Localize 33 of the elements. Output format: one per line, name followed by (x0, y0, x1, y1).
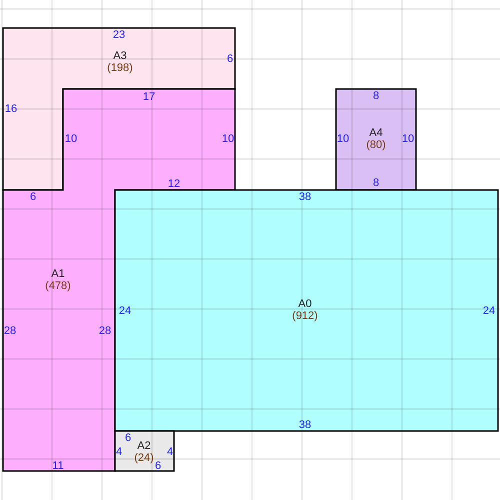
dimension-label: 10 (222, 133, 234, 145)
dimension-label: 28 (4, 325, 16, 337)
dimension-label: 6 (154, 460, 162, 472)
room-area: (80) (366, 139, 386, 151)
room-area: (478) (45, 280, 71, 292)
dimension-label: 23 (112, 29, 126, 41)
room-name: A0 (297, 298, 313, 310)
room-name: A4 (368, 127, 384, 139)
dimension-label: 24 (118, 305, 132, 317)
dimension-label: 38 (298, 191, 312, 203)
room-name: A1 (50, 268, 66, 280)
dimension-label: 8 (372, 177, 380, 189)
dimension-label: 38 (298, 419, 312, 431)
dimension-label: 10 (64, 133, 78, 145)
dimension-label: 17 (142, 91, 156, 103)
dimension-label: 4 (116, 446, 122, 458)
dimension-label: 10 (402, 133, 414, 145)
dimension-label: 6 (124, 432, 132, 444)
dimension-label: 8 (372, 90, 380, 102)
room-area: (24) (134, 452, 154, 464)
dimension-label: 4 (166, 446, 174, 458)
dimension-label: 11 (52, 460, 64, 472)
room-name: A3 (112, 50, 128, 62)
dimension-label: 24 (482, 305, 496, 317)
room-area: (198) (107, 62, 133, 74)
dimension-label: 10 (336, 133, 350, 145)
dimension-label: 28 (98, 325, 112, 337)
room-area: (912) (292, 310, 318, 322)
room-name: A2 (136, 440, 152, 452)
dimension-label: 6 (226, 53, 234, 65)
dimension-label: 6 (30, 191, 36, 203)
dimension-label: 12 (168, 178, 180, 190)
dimension-label: 16 (4, 103, 18, 115)
